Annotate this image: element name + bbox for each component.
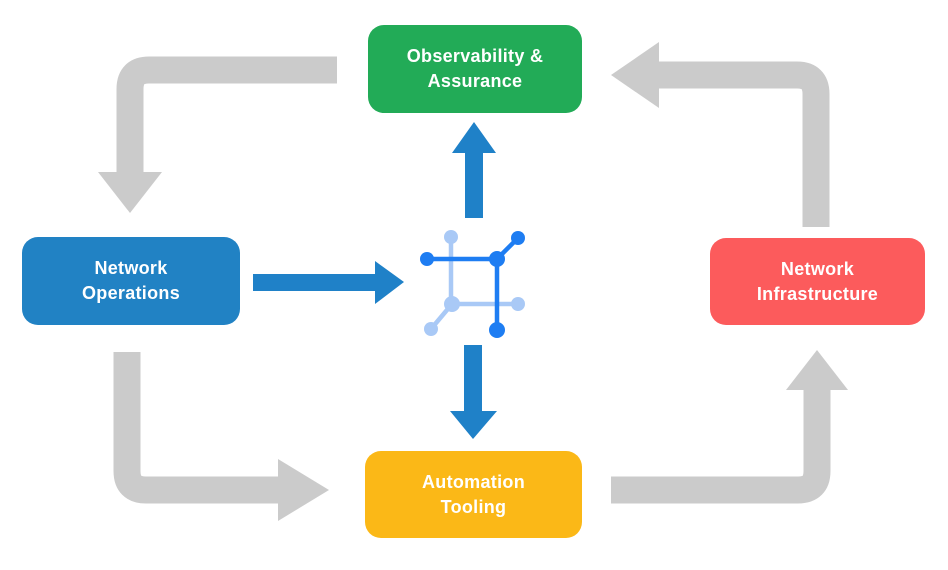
cycle-arrow-shafts [113, 56, 831, 504]
cycle-arrow-heads [98, 42, 848, 521]
network-fabric-icon [420, 230, 525, 338]
node-network-operations: Network Operations [22, 237, 240, 325]
cycle-arrow-observability-to-operations-shaft [116, 56, 337, 174]
cycle-arrowhead-up-to-infrastructure [786, 350, 848, 390]
icon-light-nodes [424, 230, 525, 336]
node-operations-label: Network Operations [81, 258, 181, 303]
cycle-arrow-infrastructure-to-observability-shaft [659, 61, 830, 227]
cycle-arrowhead-right-to-automation [278, 459, 329, 521]
flow-arrows [253, 122, 497, 439]
node-observability-label: Observability & Assurance [406, 46, 544, 91]
node-infrastructure-label: Network Infrastructure [756, 258, 879, 304]
node-automation-label: Automation Tooling [422, 471, 525, 517]
flow-arrow-center-to-automation [450, 345, 497, 439]
cycle-arrowhead-down-to-operations [98, 172, 162, 213]
node-observability-assurance: Observability & Assurance [368, 25, 582, 113]
node-network-infrastructure: Network Infrastructure [710, 238, 925, 325]
cycle-arrowhead-left-to-observability [611, 42, 659, 108]
cycle-arrow-automation-to-infrastructure-shaft [611, 390, 831, 504]
node-automation-tooling: Automation Tooling [365, 451, 582, 538]
flow-arrow-operations-to-center [253, 261, 404, 304]
flow-arrow-center-to-observability [452, 122, 496, 218]
cycle-arrow-operations-to-automation-shaft [113, 352, 281, 504]
icon-dark-nodes [420, 231, 525, 338]
